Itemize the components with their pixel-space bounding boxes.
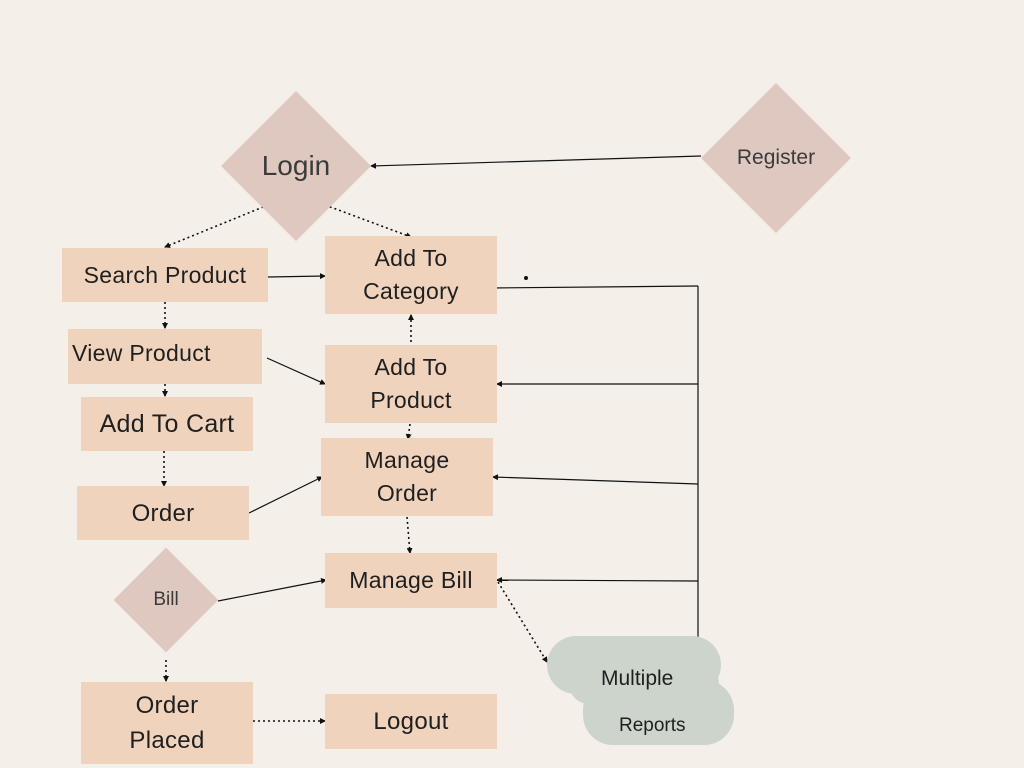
connector-login-category <box>324 204 412 239</box>
add-to-product-label: Add To Product <box>370 354 452 413</box>
reports-label-line1: Multiple <box>601 667 674 690</box>
manage-order-label: Manage Order <box>364 447 450 506</box>
logout-label: Logout <box>373 708 449 735</box>
connector-right-manageorder <box>492 474 699 485</box>
connector-right-managebill <box>496 577 699 584</box>
manage-bill-label: Manage Bill <box>349 567 473 593</box>
connector-register-login <box>370 155 702 169</box>
search-product-box[interactable]: Search Product <box>62 248 268 302</box>
bill-diamond[interactable]: Bill <box>113 540 219 660</box>
connector-bill-managebill <box>217 578 327 602</box>
add-to-category-label: Add To Category <box>363 245 459 304</box>
stray-dot <box>524 276 528 280</box>
connector-addproduct-manageorder <box>405 423 412 440</box>
connector-order-manageorder <box>248 476 323 514</box>
add-to-cart-box[interactable]: Add To Cart <box>81 397 253 451</box>
connector-view-addproduct <box>266 357 326 385</box>
view-product-label: View Product <box>72 340 211 366</box>
add-to-product-box[interactable]: Add To Product <box>325 345 497 423</box>
connector-login-search <box>164 204 269 248</box>
multiple-reports-cloud[interactable]: Multiple Reports <box>545 634 737 748</box>
login-label: Login <box>261 150 331 181</box>
search-product-label: Search Product <box>83 261 247 288</box>
add-to-cart-label: Add To Cart <box>99 409 235 438</box>
manage-order-box[interactable]: Manage Order <box>321 438 493 516</box>
manage-bill-box[interactable]: Manage Bill <box>325 553 497 608</box>
register-diamond[interactable]: Register <box>701 83 851 233</box>
connector-category-right <box>489 285 699 289</box>
order-placed-box[interactable]: Order Placed <box>81 682 253 764</box>
bill-label: Bill <box>153 589 179 610</box>
login-diamond[interactable]: Login <box>221 91 371 241</box>
cloud-middle <box>569 664 719 704</box>
connector-manageorder-managebill <box>406 516 413 554</box>
register-label: Register <box>736 146 816 169</box>
connector-search-category <box>267 273 326 280</box>
view-product-box[interactable]: View Product <box>68 329 262 384</box>
order-placed-label: Order Placed <box>129 692 205 754</box>
reports-label-line2: Reports <box>619 715 686 736</box>
order-label: Order <box>131 499 195 527</box>
add-to-category-box[interactable]: Add To Category <box>325 236 497 314</box>
order-box[interactable]: Order <box>77 486 249 540</box>
logout-box[interactable]: Logout <box>325 694 497 749</box>
connector-managebill-reports <box>497 581 548 663</box>
